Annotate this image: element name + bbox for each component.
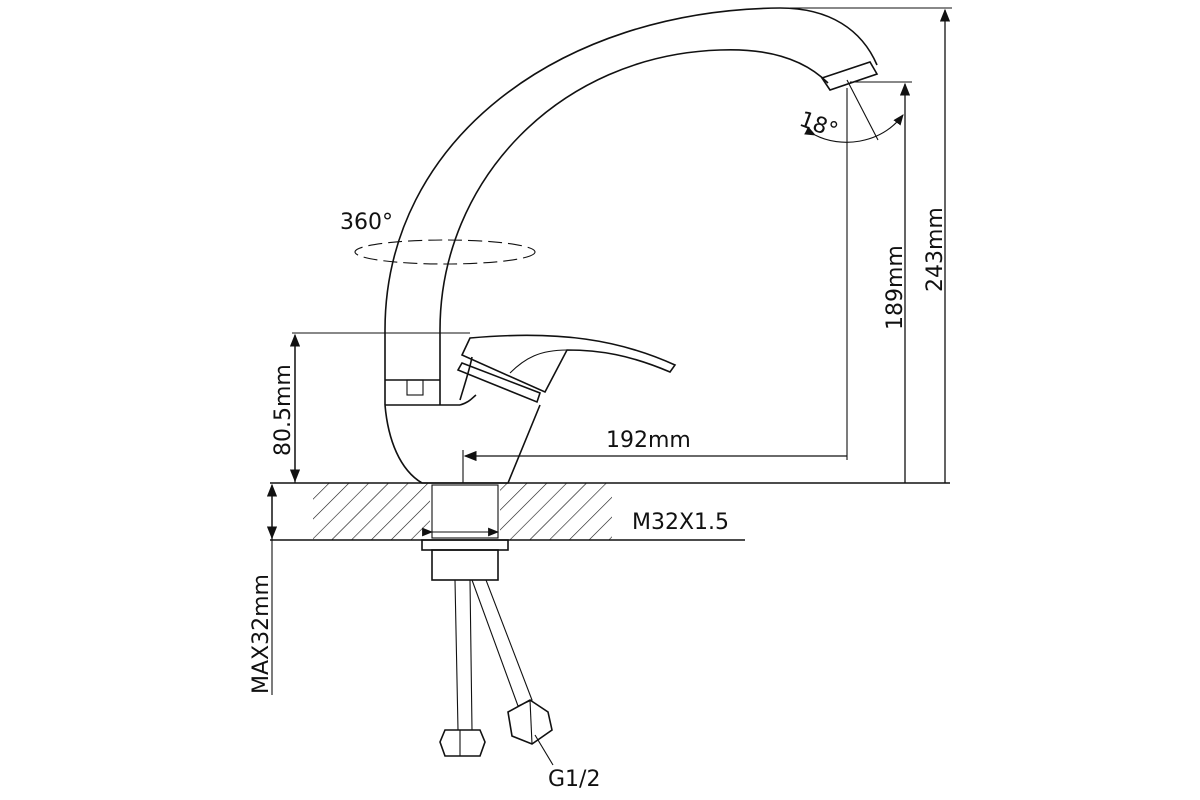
body-height-dimension: 80.5mm xyxy=(271,332,470,483)
hose-connection-label: G1/2 xyxy=(548,767,600,792)
spout-reach-label: 192mm xyxy=(606,428,691,453)
swivel-indicator: 360° xyxy=(340,210,536,265)
spout-reach-dimension: 192mm xyxy=(462,428,847,483)
total-height-label: 243mm xyxy=(923,207,948,292)
swivel-angle-label: 360° xyxy=(340,210,393,235)
spout-height-dimension: 189mm xyxy=(846,81,912,483)
aerator xyxy=(820,61,879,91)
countertop xyxy=(270,482,950,541)
spout-height-label: 189mm xyxy=(883,245,908,330)
counter-thickness-label: MAX32mm xyxy=(249,574,274,694)
hose-connection-callout: G1/2 xyxy=(534,734,600,792)
body-height-label: 80.5mm xyxy=(271,364,296,456)
lever-handle xyxy=(460,334,677,394)
total-height-dimension: 243mm xyxy=(790,7,952,483)
counter-thickness-dimension: MAX32mm xyxy=(249,483,278,695)
thread-label: M32X1.5 xyxy=(632,510,729,535)
hose-nut-left xyxy=(439,729,486,757)
mounting-shank xyxy=(421,539,509,581)
supply-hoses xyxy=(439,579,553,757)
aerator-angle-dimension: 18° xyxy=(796,79,904,144)
spout xyxy=(384,7,879,405)
aerator-angle-label: 18° xyxy=(796,107,841,144)
faucet-body xyxy=(384,334,677,484)
